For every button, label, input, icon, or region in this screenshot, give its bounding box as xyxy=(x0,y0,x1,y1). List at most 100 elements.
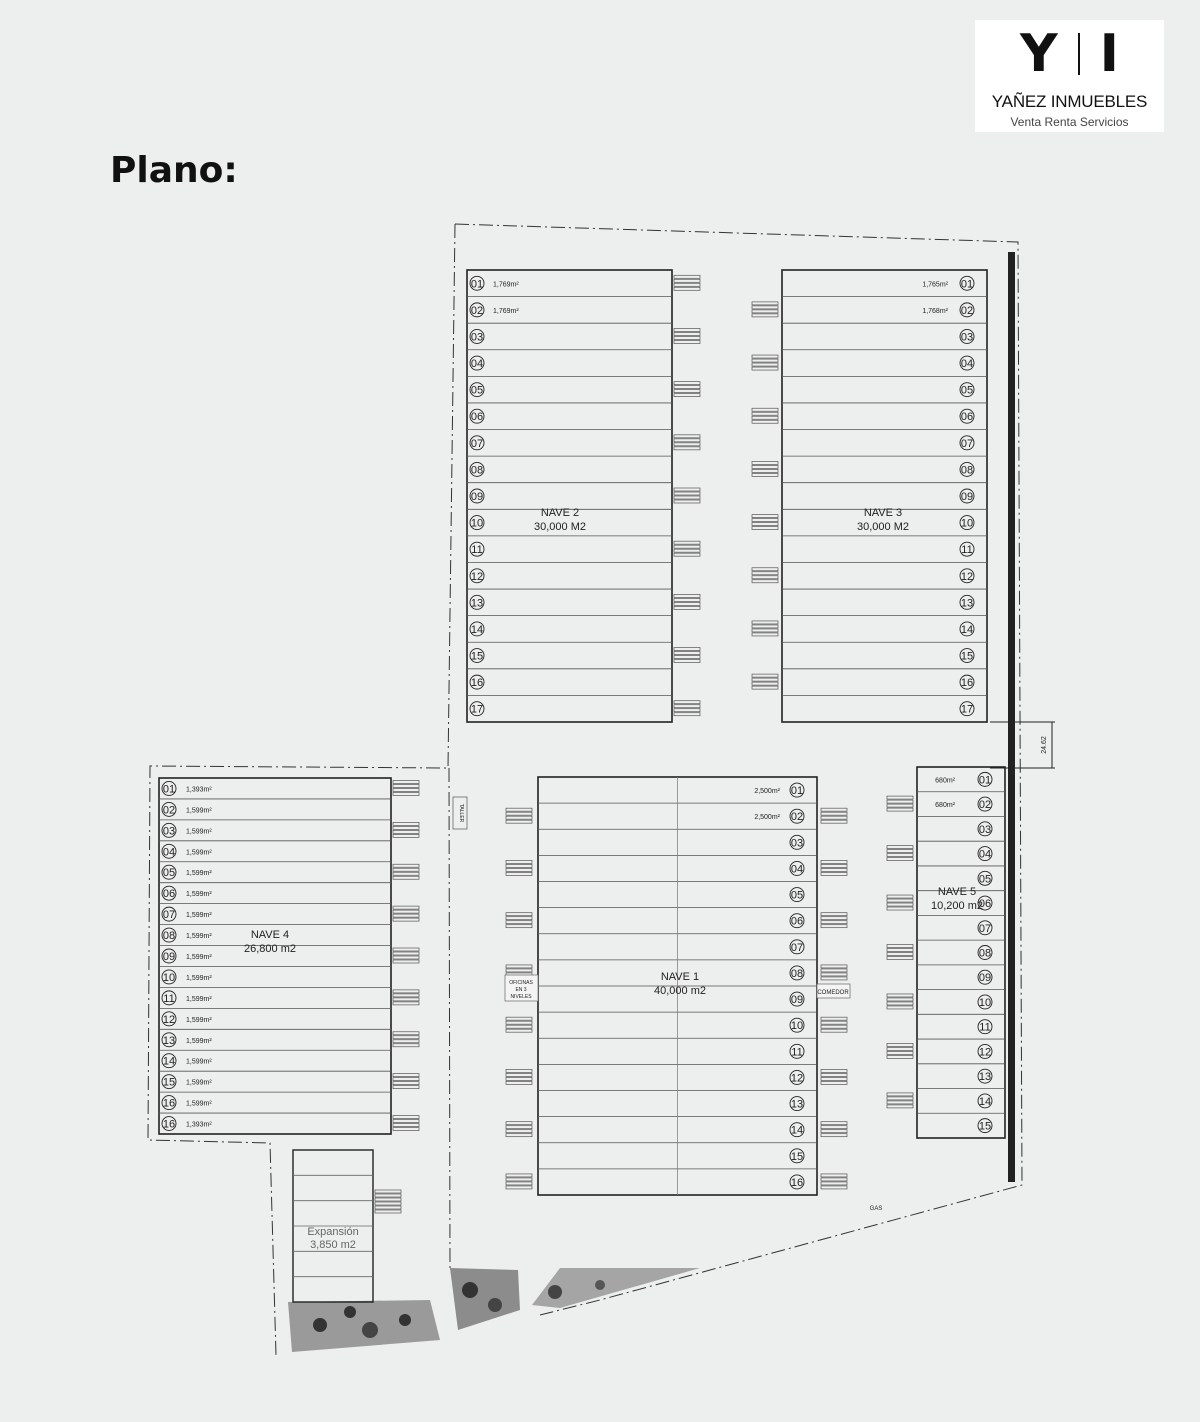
nave3-dock xyxy=(751,681,779,686)
nave1-dock xyxy=(820,1020,848,1025)
nave3-unit-number: 14 xyxy=(961,624,973,636)
nave3-unit-marker xyxy=(959,329,975,344)
nave3-name: NAVE 3 xyxy=(864,507,902,519)
nave2-unit-number: 02 xyxy=(471,305,483,317)
nave3-unit-marker xyxy=(959,594,975,610)
nave5-dock xyxy=(886,956,914,960)
nave3-unit-number: 10 xyxy=(961,518,973,530)
nave2-unit-marker xyxy=(469,382,485,398)
nave3-unit-number: 05 xyxy=(961,385,973,397)
nave3-dock xyxy=(751,526,779,530)
nave1-unit-number: 08 xyxy=(791,968,803,980)
comedor-box xyxy=(816,983,851,999)
nave5-unit-number: 13 xyxy=(979,1071,991,1083)
brand-name: YAÑEZ INMUEBLES xyxy=(991,92,1148,111)
nave3-unit-marker xyxy=(959,674,975,690)
nave1-dock xyxy=(505,1125,533,1130)
nave4-area: 26,800 m2 xyxy=(244,943,296,955)
nave4-unit-area: 1,393m² xyxy=(186,1122,212,1129)
nave3-unit-marker xyxy=(959,435,975,451)
nave4-unit-area: 1,599m² xyxy=(186,1059,212,1066)
nave1-dock xyxy=(505,968,533,973)
nave3-unit-marker xyxy=(959,701,975,717)
oficinas-label: OFICINAS xyxy=(509,980,533,986)
nave1-dock xyxy=(820,864,848,868)
nave2-dock xyxy=(673,647,701,651)
nave3-unit-number: 02 xyxy=(961,305,973,317)
expansion-area: 3,850 m2 xyxy=(310,1239,356,1251)
nave1-dock xyxy=(505,1077,533,1081)
nave2-unit-marker xyxy=(469,541,485,557)
nave2-unit-marker xyxy=(469,329,485,344)
nave2-dock xyxy=(673,704,701,709)
nave3-dock xyxy=(751,624,779,629)
nave1-area: 40,000 m2 xyxy=(654,985,706,997)
nave1-unit-number: 14 xyxy=(791,1125,803,1137)
nave4-unit-marker xyxy=(161,927,177,943)
nave3-unit-marker xyxy=(959,275,975,291)
nave3-dock xyxy=(751,465,779,469)
nave5-unit-number: 02 xyxy=(979,799,991,811)
nave5-dock xyxy=(886,894,914,899)
nave5-unit-number: 11 xyxy=(979,1022,990,1034)
page-title: Plano: xyxy=(110,150,238,191)
nave1-dock xyxy=(505,1016,533,1021)
nave5-unit-number: 09 xyxy=(979,972,991,984)
expansion-dock xyxy=(374,1197,402,1202)
nave3-dock xyxy=(751,579,779,584)
nave1-dock xyxy=(820,1185,848,1190)
nave1-unit-number: 15 xyxy=(791,1151,803,1163)
nave4-dock xyxy=(392,1081,420,1085)
nave1-dock xyxy=(820,1125,848,1130)
nave1-unit-number: 04 xyxy=(791,863,803,875)
nave4-unit-number: 12 xyxy=(163,1014,175,1026)
nave5-unit-marker xyxy=(977,1019,993,1035)
nave3-dock xyxy=(751,354,779,359)
nave2-area: 30,000 M2 xyxy=(534,521,586,533)
nave4-unit-marker xyxy=(161,1116,177,1131)
logo-divider xyxy=(1077,33,1080,75)
nave2-dock xyxy=(673,282,701,287)
nave5-unit-marker xyxy=(977,771,993,787)
nave1-dock xyxy=(505,1020,533,1025)
nave2-unit-number: 03 xyxy=(471,331,483,343)
nave3-dock xyxy=(751,366,779,371)
nave3-unit-number: 16 xyxy=(961,677,973,689)
nave3-dock xyxy=(751,461,779,465)
nave4-unit-marker xyxy=(161,1011,177,1027)
nave1-dock xyxy=(820,964,848,969)
nave4-dock xyxy=(392,788,420,792)
nave4-dock xyxy=(392,909,420,914)
dimension-label: 24.62 xyxy=(1041,736,1048,754)
nave4-dock xyxy=(392,1123,420,1127)
nave3-unit-marker xyxy=(959,302,975,318)
nave3-unit-number: 09 xyxy=(961,491,973,503)
nave4-unit-marker xyxy=(161,864,177,880)
nave4-dock xyxy=(392,1073,420,1077)
nave3-unit-area: 1,768m² xyxy=(922,308,948,315)
nave4-dock xyxy=(392,955,420,960)
nave3-dock xyxy=(751,313,779,318)
nave3-dock xyxy=(751,632,779,637)
nave4-unit-number: 11 xyxy=(163,993,174,1005)
nave2-unit-marker xyxy=(469,701,485,717)
nave5-unit-marker xyxy=(977,1093,993,1109)
nave4-dock xyxy=(392,1039,420,1044)
nave1-dock xyxy=(820,916,848,921)
nave5-unit-marker xyxy=(977,870,993,886)
nave1-unit-marker xyxy=(789,991,805,1007)
nave2-unit-marker xyxy=(469,594,485,610)
nave3-unit-number: 11 xyxy=(961,544,972,556)
nave1-unit-marker xyxy=(789,965,805,981)
nave2-unit-marker xyxy=(469,488,485,504)
nave5-dock xyxy=(886,1043,914,1047)
nave2-unit-marker xyxy=(469,355,485,371)
nave4-dock xyxy=(392,875,420,880)
nave1-unit-marker xyxy=(789,782,805,798)
nave1-dock xyxy=(820,1121,848,1126)
nave5-dock xyxy=(886,898,914,903)
nave5-unit-marker xyxy=(977,945,993,960)
nave4-dock xyxy=(392,822,420,826)
nave4-unit-number: 10 xyxy=(163,972,175,984)
nave4-unit-area: 1,599m² xyxy=(186,1101,212,1108)
